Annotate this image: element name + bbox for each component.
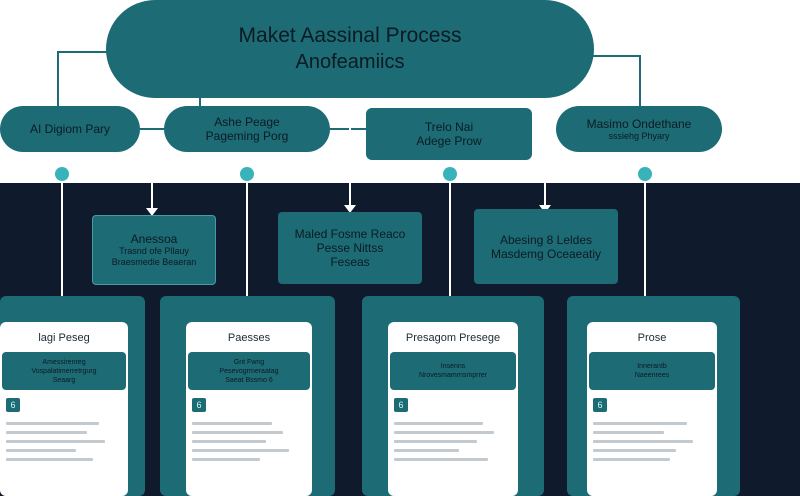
card-3-bar-line2: Nrovesmamrnsmprrer xyxy=(418,372,488,379)
card-1-text-lines xyxy=(6,422,122,467)
mid-box-1-line1: Anessoa xyxy=(130,232,178,246)
title-line-2: Anofeamiics xyxy=(295,51,405,73)
card-4-title: Prose xyxy=(637,332,667,344)
column-3: Presagom Presege Insenns Nrovesmamrnsmpr… xyxy=(362,296,544,496)
card-4-badge: 6 xyxy=(593,398,607,412)
mid-box-1: Anessoa Trasnd ofe Pllauy Braesmedie Bea… xyxy=(92,215,216,285)
card-4: Prose Innerantb Naeenrees 6 xyxy=(587,322,717,496)
card-3-badge: 6 xyxy=(394,398,408,412)
top-box-2-line1: Ashe Peage xyxy=(214,115,280,129)
card-4-bar-line1: Innerantb xyxy=(637,363,667,370)
top-box-3-line1: Trelo Nai xyxy=(424,120,474,134)
card-3-bar-line1: Insenns xyxy=(440,363,466,370)
top-box-3-line2: Adege Prow xyxy=(416,134,482,148)
node-dot-1 xyxy=(55,167,69,181)
card-2-bar-line1: Gnt Fwng xyxy=(233,358,265,366)
arrow-head-1 xyxy=(146,208,158,216)
card-4-bar-line2: Naeenrees xyxy=(634,372,670,379)
node-dot-2 xyxy=(240,167,254,181)
card-3: Presagom Presege Insenns Nrovesmamrnsmpr… xyxy=(388,322,518,496)
card-3-bar: Insenns Nrovesmamrnsmprrer xyxy=(390,352,516,390)
card-1-title: lagi Peseg xyxy=(38,332,90,344)
mid-box-1-line3: Braesmedie Beaeran xyxy=(111,257,197,267)
mid-box-3-line1: Abesing 8 Leldes xyxy=(499,232,593,247)
mid-box-2-line2: Pesse Nittss xyxy=(316,241,384,255)
card-1-bar-line3: Seaarg xyxy=(52,376,76,384)
top-box-1-line1: AI Digiom Pary xyxy=(29,122,111,136)
card-2: Paesses Gnt Fwng Pesevogrmeraatag Saeat … xyxy=(186,322,312,496)
arrow-head-2 xyxy=(344,205,356,213)
card-1-bar-line1: Amessirenreg xyxy=(42,358,86,366)
mid-box-3-line2: Masdemg Oceaeatiy xyxy=(490,246,602,261)
mid-box-1-line2: Trasnd ofe Pllauy xyxy=(119,246,189,256)
card-1-bar-line2: Vospalatimerretrgurg xyxy=(31,367,97,375)
card-4-bar: Innerantb Naeenrees xyxy=(589,352,715,390)
mid-box-3: Abesing 8 Leldes Masdemg Oceaeatiy xyxy=(474,209,618,284)
card-2-badge: 6 xyxy=(192,398,206,412)
top-box-2-line2: Pageming Porg xyxy=(205,129,289,143)
top-box-4-line1: Masimo Ondethane xyxy=(586,116,692,131)
column-1: lagi Peseg Amessirenreg Vospalatimerretr… xyxy=(0,296,145,496)
card-2-bar-line3: Saeat Bssmo 6 xyxy=(225,376,273,384)
top-box-4: Masimo Ondethane sssiehg Phyary xyxy=(556,106,722,152)
card-2-text-lines xyxy=(192,422,306,467)
top-box-1: AI Digiom Pary xyxy=(0,106,140,152)
column-2: Paesses Gnt Fwng Pesevogrmeraatag Saeat … xyxy=(160,296,335,496)
card-1-badge: 6 xyxy=(6,398,20,412)
card-4-text-lines xyxy=(593,422,711,467)
card-2-title: Paesses xyxy=(227,332,271,344)
mid-box-2-line1: Maled Fosme Reaco xyxy=(294,227,406,241)
connector-title-box4 xyxy=(590,55,641,106)
card-3-text-lines xyxy=(394,422,512,467)
card-3-title: Presagom Presege xyxy=(405,332,501,344)
card-1: lagi Peseg Amessirenreg Vospalatimerretr… xyxy=(0,322,128,496)
node-dot-3 xyxy=(443,167,457,181)
node-dot-4 xyxy=(638,167,652,181)
title-line-1: Maket Aassinal Process xyxy=(238,24,462,47)
main-title: Maket Aassinal Process Anofeamiics xyxy=(106,0,594,98)
mid-box-2-line3: Feseas xyxy=(330,255,370,269)
top-box-4-line2: sssiehg Phyary xyxy=(608,130,670,141)
mid-box-2: Maled Fosme Reaco Pesse Nittss Feseas xyxy=(278,212,422,284)
top-box-2: Ashe Peage Pageming Porg xyxy=(164,106,330,152)
card-2-bar-line2: Pesevogrmeraatag xyxy=(219,367,279,375)
card-2-bar: Gnt Fwng Pesevogrmeraatag Saeat Bssmo 6 xyxy=(188,352,310,390)
column-4: Prose Innerantb Naeenrees 6 xyxy=(567,296,740,496)
card-1-bar: Amessirenreg Vospalatimerretrgurg Seaarg xyxy=(2,352,126,390)
top-box-3: Trelo Nai Adege Prow xyxy=(366,108,532,160)
